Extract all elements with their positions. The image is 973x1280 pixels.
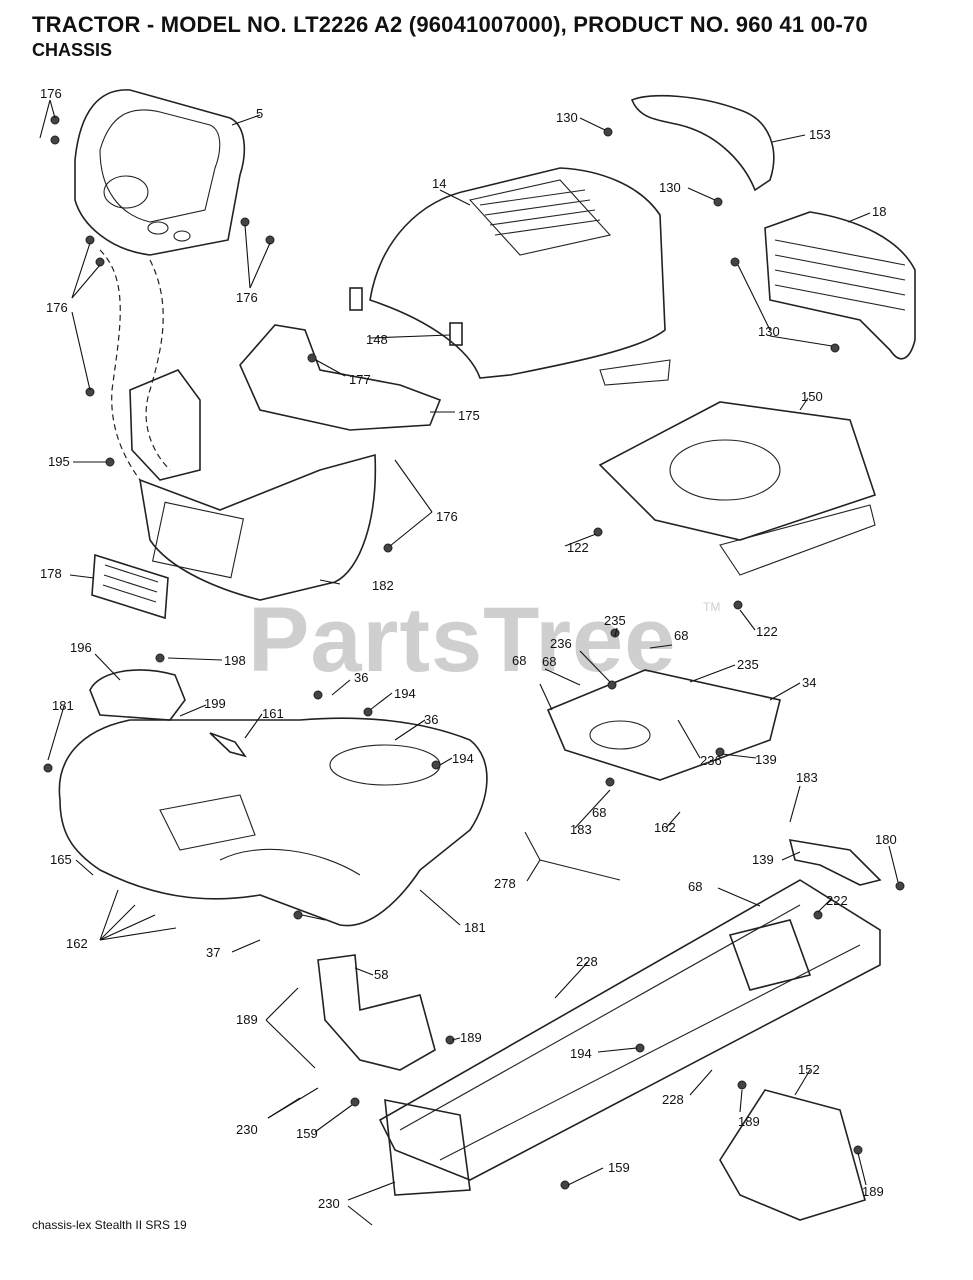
callout-label: 228 xyxy=(662,1092,684,1107)
callout-label: 176 xyxy=(436,509,458,524)
part-bracket-175 xyxy=(239,324,442,431)
part-battery-tray xyxy=(598,401,877,576)
callout-label: 14 xyxy=(432,176,446,191)
part-bracket-58 xyxy=(317,954,436,1071)
callout-label: 194 xyxy=(570,1046,592,1061)
callout-label: 189 xyxy=(460,1030,482,1045)
callout-label: 222 xyxy=(826,893,848,908)
callout-label: 36 xyxy=(424,712,438,727)
callout-label: 159 xyxy=(296,1126,318,1141)
hardware-group xyxy=(43,115,905,1190)
part-dash-panel xyxy=(74,89,246,256)
callout-label: 198 xyxy=(224,653,246,668)
part-hood xyxy=(369,167,671,386)
callout-label: 189 xyxy=(236,1012,258,1027)
part-hood-pad-a xyxy=(349,287,363,311)
callout-label: 161 xyxy=(262,706,284,721)
callout-label: 178 xyxy=(40,566,62,581)
callout-label: 68 xyxy=(688,879,702,894)
part-frame xyxy=(378,879,881,1196)
callout-label: 195 xyxy=(48,454,70,469)
callout-label: 230 xyxy=(318,1196,340,1211)
callout-label: 180 xyxy=(875,832,897,847)
part-bracket-153 xyxy=(630,94,775,192)
part-grille xyxy=(764,211,916,360)
callout-label: 5 xyxy=(256,106,263,121)
callout-label: 182 xyxy=(372,578,394,593)
callout-label: 175 xyxy=(458,408,480,423)
callout-label: 18 xyxy=(872,204,886,219)
callout-label: 68 xyxy=(542,654,556,669)
callout-label: 152 xyxy=(798,1062,820,1077)
callout-labels: 176 5 176 176 130 153 14 130 18 148 130 177 175 150 19… xyxy=(40,86,897,1211)
part-dash-lower xyxy=(138,453,377,601)
callout-label: 236 xyxy=(550,636,572,651)
callout-label: 165 xyxy=(50,852,72,867)
callout-label: 176 xyxy=(46,300,68,315)
part-bracket-278 xyxy=(788,839,882,886)
callout-label: 278 xyxy=(494,876,516,891)
callout-label: 183 xyxy=(796,770,818,785)
callout-label: 235 xyxy=(604,613,626,628)
callout-label: 159 xyxy=(608,1160,630,1175)
diagram-title: TRACTOR - MODEL NO. LT2226 A2 (960410070… xyxy=(32,12,868,37)
callout-label: 199 xyxy=(204,696,226,711)
callout-label: 150 xyxy=(801,389,823,404)
part-skid-plate xyxy=(719,1089,866,1221)
callout-label: 148 xyxy=(366,332,388,347)
callout-label: 58 xyxy=(374,967,388,982)
callout-label: 139 xyxy=(752,852,774,867)
callout-label: 68 xyxy=(512,653,526,668)
watermark: PartsTree xyxy=(248,589,677,691)
part-steering-tower xyxy=(99,249,201,481)
callout-label: 162 xyxy=(654,820,676,835)
part-fuel-cover xyxy=(89,669,186,721)
callout-label: 194 xyxy=(394,686,416,701)
callout-label: 36 xyxy=(354,670,368,685)
callout-label: 189 xyxy=(862,1184,884,1199)
leader-lines xyxy=(39,99,899,1226)
callout-label: 196 xyxy=(70,640,92,655)
callout-label: 176 xyxy=(236,290,258,305)
callout-label: 162 xyxy=(66,936,88,951)
callout-label: 176 xyxy=(40,86,62,101)
callout-label: 235 xyxy=(737,657,759,672)
callout-label: 130 xyxy=(659,180,681,195)
callout-label: 181 xyxy=(464,920,486,935)
diagram-footer: chassis-lex Stealth II SRS 19 xyxy=(32,1218,187,1232)
part-lever-161 xyxy=(209,732,247,758)
part-fender xyxy=(58,717,488,927)
callout-label: 130 xyxy=(556,110,578,125)
callout-label: 194 xyxy=(452,751,474,766)
diagram-subtitle: CHASSIS xyxy=(32,40,113,60)
part-seat-pan xyxy=(546,669,781,781)
callout-label: 189 xyxy=(738,1114,760,1129)
callout-label: 68 xyxy=(592,805,606,820)
callout-label: 177 xyxy=(349,372,371,387)
callout-label: 230 xyxy=(236,1122,258,1137)
callout-label: 236 xyxy=(700,753,722,768)
callout-label: 153 xyxy=(809,127,831,142)
callout-label: 37 xyxy=(206,945,220,960)
callout-label: 139 xyxy=(755,752,777,767)
part-hood-pad-b xyxy=(449,322,463,346)
part-rod-165 xyxy=(524,831,621,881)
part-vent xyxy=(91,553,169,620)
callout-label: 68 xyxy=(674,628,688,643)
callout-label: 34 xyxy=(802,675,816,690)
callout-label: 181 xyxy=(52,698,74,713)
watermark-trademark: TM xyxy=(703,600,721,614)
callout-label: 183 xyxy=(570,822,592,837)
callout-label: 130 xyxy=(758,324,780,339)
callout-label: 122 xyxy=(756,624,778,639)
callout-label: 122 xyxy=(567,540,589,555)
callout-label: 228 xyxy=(576,954,598,969)
